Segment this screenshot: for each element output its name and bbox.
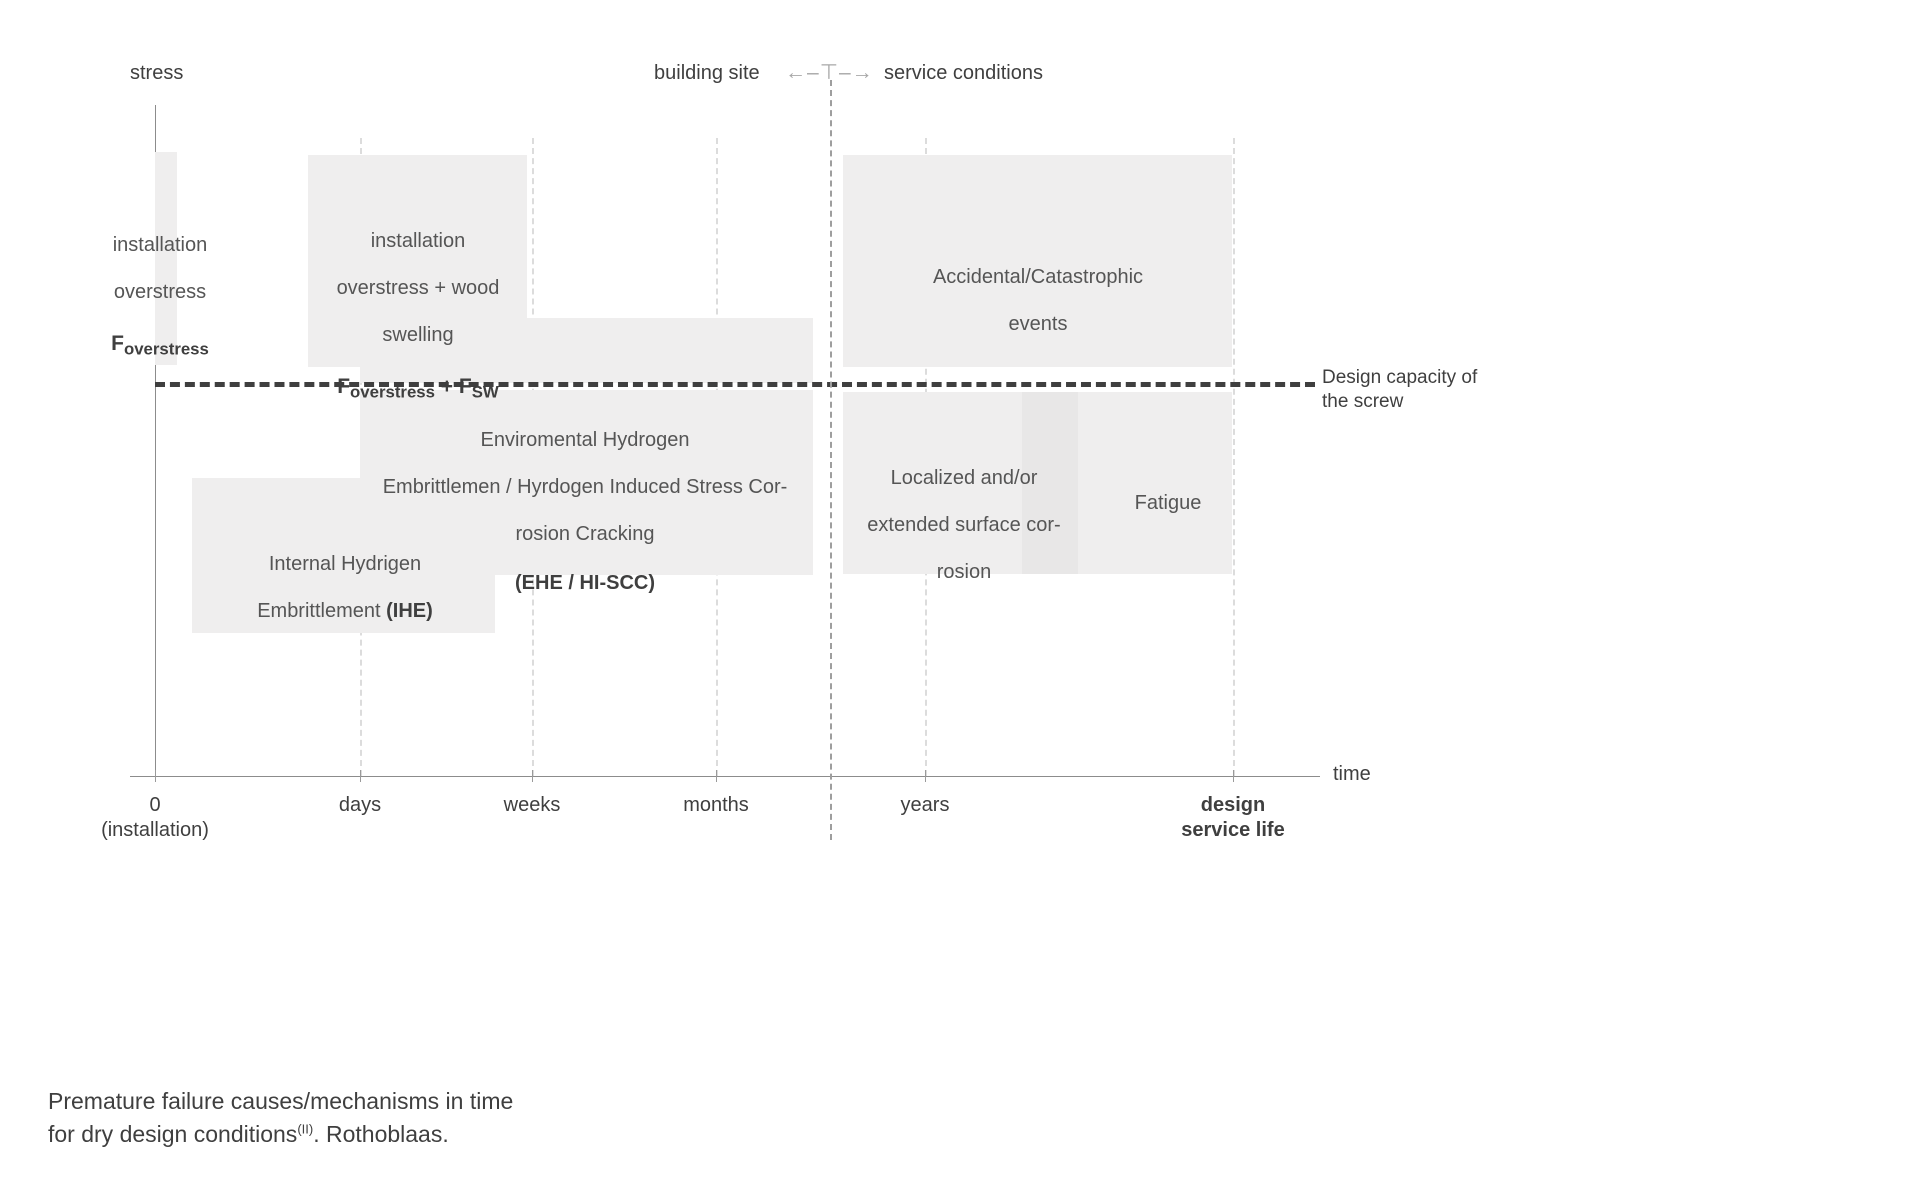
figure-caption-line1: Premature failure causes/mechanisms in t… <box>48 1088 514 1114</box>
figure-caption-line2b: . Rothoblaas. <box>313 1121 449 1148</box>
y-axis-label: stress <box>130 62 184 84</box>
formula-f-base: F <box>111 331 124 355</box>
ticklabel-weeks-main: weeks <box>503 794 561 816</box>
label-fatigue-text: Fatigue <box>1134 491 1202 514</box>
formula-f-sub: overstress <box>123 339 209 359</box>
phase-divider-arrows: ←–⊤–→ <box>785 60 874 85</box>
label-ihe-l2: Embrittlement (IHE) <box>205 600 485 624</box>
design-capacity-label: Design capacity of the screw <box>1322 366 1477 415</box>
tick-zero <box>155 770 156 782</box>
ticklabel-days-main: days <box>338 794 382 816</box>
label-ehe-l2: Embrittlemen / Hyrdogen Induced Stress C… <box>382 475 788 498</box>
label-localized-l2: extended surface cor- <box>867 513 1061 536</box>
ticklabel-months-main: months <box>683 794 749 816</box>
label-building-site: building site <box>654 62 760 84</box>
design-capacity-label-line1: Design capacity of <box>1322 367 1478 388</box>
label-ihe: Internal Hydrigen Embrittlement (IHE) <box>205 529 485 647</box>
formula-fsw-sub1: overstress <box>350 382 435 402</box>
band-ihe <box>192 478 495 633</box>
label-ios-l2: overstress + wood <box>336 276 500 299</box>
band-installation-overstress <box>155 152 177 365</box>
label-installation-overstress-l1: installation <box>112 233 208 256</box>
band-fatigue-overlap <box>1022 392 1078 574</box>
x-axis-label: time <box>1333 763 1371 785</box>
formula-fsw-sub2: SW <box>471 382 499 402</box>
label-accidental-l1: Accidental/Catastrophic <box>932 265 1144 288</box>
arrow-left-icon: ← <box>785 61 807 84</box>
tick-years <box>925 770 926 782</box>
label-ehe: Enviromental Hydrogen Embrittlemen / Hyr… <box>355 405 815 619</box>
arrow-right-icon: → <box>851 61 874 84</box>
tick-design-service-life <box>1233 770 1234 782</box>
formula-fsw-base1: F <box>337 375 351 399</box>
x-axis-line <box>130 776 1320 777</box>
phase-divider-line <box>830 80 832 840</box>
label-ios-l1: installation <box>370 229 466 252</box>
figure-caption-line2a: for dry design conditions <box>48 1121 298 1148</box>
figure-caption-line2: for dry design conditions(II). Rothoblaa… <box>48 1118 513 1151</box>
ticklabel-zero-sub: (installation) <box>101 819 209 841</box>
label-localized-l1: Localized and/or <box>890 466 1038 489</box>
figure-caption: Premature failure causes/mechanisms in t… <box>48 1085 513 1152</box>
formula-fsw-plus: + <box>434 375 459 399</box>
label-service-conditions: service conditions <box>884 62 1043 84</box>
ticklabel-dsl-sub: service life <box>1181 819 1285 841</box>
label-installation-overstress: installation overstress Foverstress <box>90 210 230 383</box>
tick-days <box>360 770 361 782</box>
ticklabel-dsl-main: design <box>1200 794 1266 816</box>
arrow-dash-left: – <box>807 61 820 84</box>
label-localized-l3: rosion <box>936 560 992 583</box>
label-ehe-l3: rosion Cracking <box>515 522 655 545</box>
tick-months <box>716 770 717 782</box>
tick-weeks <box>532 770 533 782</box>
formula-fsw-base2: F <box>458 375 472 399</box>
formula-f-overstress-plus-fsw: Foverstress + FSW <box>300 375 536 403</box>
label-ehe-l1: Enviromental Hydrogen <box>480 428 690 451</box>
label-ehe-abbrev: (EHE / HI-SCC) <box>515 572 655 595</box>
label-accidental-l2: events <box>1008 312 1068 335</box>
ticklabel-months: months <box>646 793 786 818</box>
label-accidental-catastrophic: Accidental/Catastrophic events <box>853 242 1223 360</box>
ticklabel-design-service-life: design service life <box>1148 793 1318 843</box>
band-accidental-catastrophic <box>843 155 1232 367</box>
arrow-dash-right: – <box>838 61 852 84</box>
formula-f-overstress: Foverstress <box>90 332 230 360</box>
design-capacity-label-line2: the screw <box>1322 391 1404 413</box>
label-ihe-l2a: Embrittlement <box>257 599 387 622</box>
ticklabel-years: years <box>855 793 995 818</box>
ticklabel-weeks: weeks <box>462 793 602 818</box>
label-localized-corrosion: Localized and/or extended surface cor- r… <box>855 443 1073 608</box>
label-installation-overstress-l2: overstress <box>113 280 207 303</box>
ticklabel-zero-main: 0 <box>149 794 161 816</box>
label-ihe-abbrev: (IHE) <box>386 599 433 622</box>
arrow-tee-icon: ⊤ <box>819 61 839 84</box>
label-installation-overstress-swelling: installation overstress + wood swelling … <box>300 206 536 426</box>
design-capacity-line <box>155 382 1315 387</box>
figure-caption-superscript: (II) <box>297 1121 314 1137</box>
ticklabel-days: days <box>290 793 430 818</box>
label-ihe-l1: Internal Hydrigen <box>268 552 422 575</box>
label-fatigue: Fatigue <box>1098 468 1238 539</box>
gridline-design-service-life <box>1233 138 1235 776</box>
ticklabel-zero: 0 (installation) <box>80 793 230 843</box>
band-ehe-upper-extension <box>360 318 813 383</box>
label-ios-l3: swelling <box>382 323 454 346</box>
y-axis-line <box>155 105 156 777</box>
ticklabel-years-main: years <box>900 794 950 816</box>
